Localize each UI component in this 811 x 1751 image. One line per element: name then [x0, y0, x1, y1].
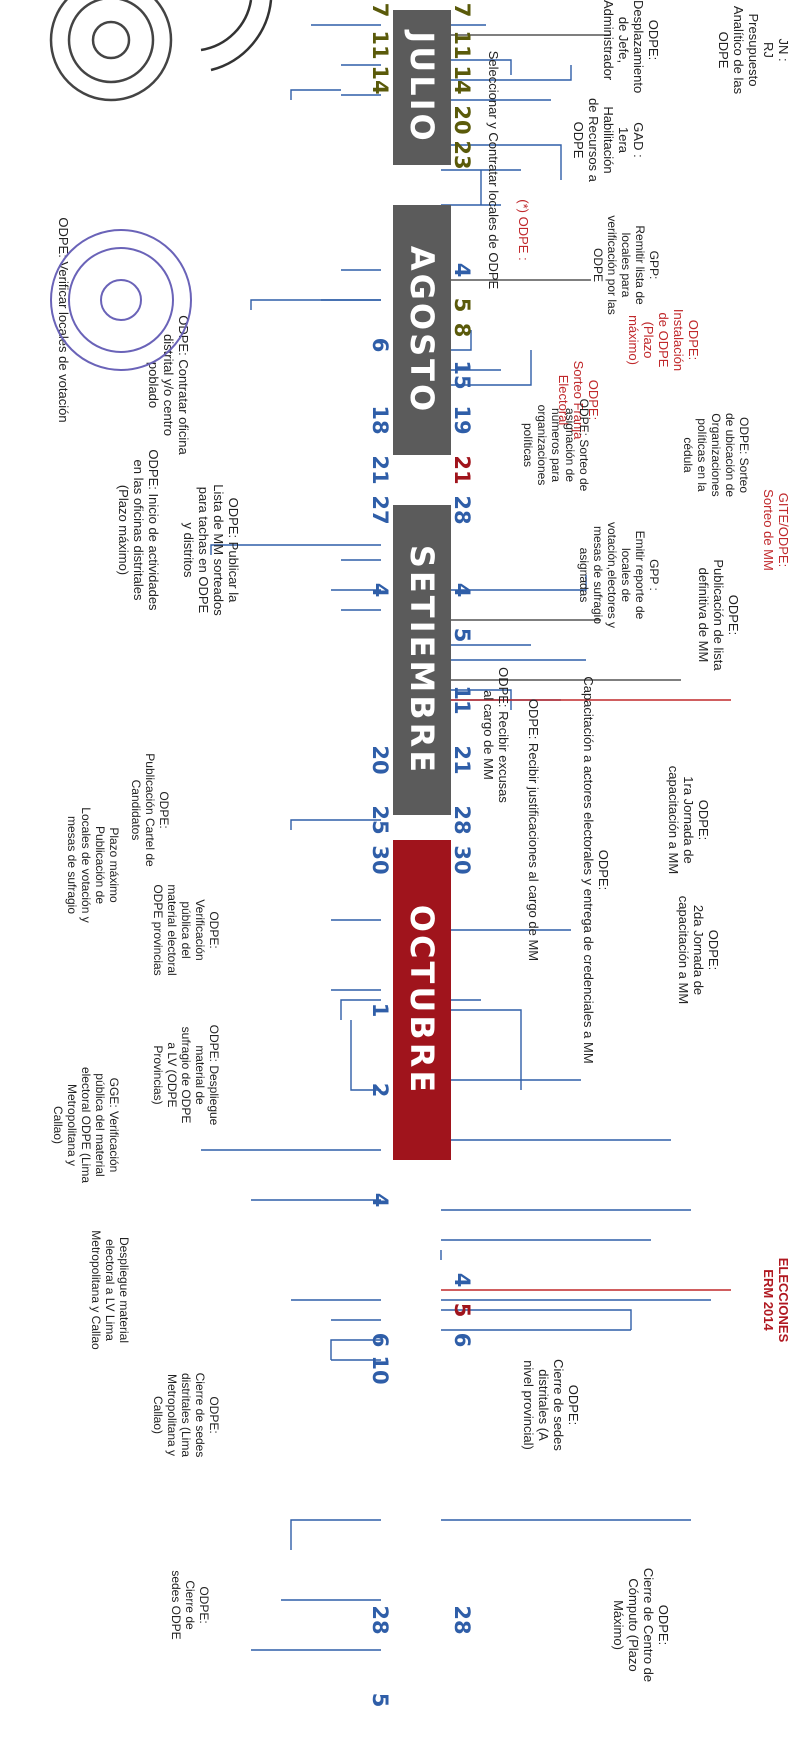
- day-top-4-ago: 4: [450, 262, 474, 278]
- label-despliegue-odpe: ODPE: Despliegue material de sufragio de…: [151, 1024, 221, 1126]
- day-top-28-ago: 28: [450, 495, 474, 525]
- label-jn: JN : RJ Presupuesto Analítico de las ODP…: [716, 5, 791, 95]
- day-top-30-set: 30: [450, 845, 474, 875]
- day-bot-18: 18: [368, 405, 392, 435]
- label-excusas: ODPE: Recibir excusas al cargo de MM: [481, 667, 511, 803]
- day-top-5-oct: 5: [450, 1302, 474, 1318]
- day-top-11-set: 11: [450, 685, 474, 715]
- label-gad: GAD : 1era Habilitación de Recursos a OD…: [571, 98, 646, 182]
- month-agosto: AGOSTO: [393, 205, 451, 455]
- label-cierre-computo: ODPE: Cierre de Centro de Cómputo (Plazo…: [611, 1567, 671, 1683]
- day-top-15: 15: [450, 360, 474, 390]
- day-top-7: 7: [450, 2, 474, 18]
- day-top-20: 20: [450, 105, 474, 135]
- month-octubre: OCTUBRE: [393, 840, 451, 1160]
- day-bot-2: 2: [368, 1082, 392, 1098]
- label-seleccionar: Seleccionar y Contratar locales de ODPE: [486, 50, 501, 290]
- label-justificaciones: ODPE: Recibir justificaciones al cargo d…: [526, 698, 541, 962]
- day-top-8: 8: [450, 322, 474, 338]
- label-gge: GGE: Verificación pública del material e…: [51, 1066, 121, 1184]
- label-publicacion-lista: ODPE: Publicación de lista definitiva de…: [696, 559, 741, 671]
- day-bot-11: 11: [368, 30, 392, 60]
- day-top-14: 14: [450, 65, 474, 95]
- label-inicio-actividades: ODPE: Inicio de actividades en las ofici…: [116, 449, 161, 611]
- day-top-21-ago: 21: [450, 455, 474, 485]
- day-top-4-oct: 4: [450, 1272, 474, 1288]
- day-bot-30: 30: [368, 845, 392, 875]
- day-bot-21: 21: [368, 455, 392, 485]
- label-gpp-emitir: GPP : Emitir reporte de locales de votac…: [577, 521, 661, 629]
- label-odpe-star: (*) ODPE :: [516, 199, 531, 261]
- day-bot-28-oct: 28: [368, 1605, 392, 1635]
- day-bot-14: 14: [368, 65, 392, 95]
- day-top-23: 23: [450, 140, 474, 170]
- day-top-28-oct: 28: [450, 1605, 474, 1635]
- label-gite: GITE/ODPE: Sorteo de MM: [761, 489, 791, 571]
- label-jornada2: ODPE: 2da Jornada de capacitación a MM: [676, 895, 721, 1005]
- day-bot-6-oct: 6: [368, 1332, 392, 1348]
- label-sorteo-numeros: ODPE: Sorteo de asignación de números pa…: [521, 398, 591, 492]
- label-cierre-distritales: ODPE: Cierre de sedes distritales (A niv…: [521, 1359, 581, 1451]
- day-bot-5-nov: 5: [368, 1692, 392, 1708]
- day-bot-4-oct: 4: [368, 1192, 392, 1208]
- day-bot-20: 20: [368, 745, 392, 775]
- label-verificar-locales: ODPE: Verificar locales de votación: [56, 217, 71, 423]
- month-setiembre: SETIEMBRE: [393, 505, 451, 815]
- label-desplazamiento: ODPE: Desplazamiento de Jefe, Administra…: [601, 0, 661, 94]
- day-bot-25: 25: [368, 805, 392, 835]
- day-bot-7: 7: [368, 2, 392, 18]
- label-elecciones: ELECCIONES ERM 2014: [761, 1257, 791, 1343]
- day-bot-1: 1: [368, 1002, 392, 1018]
- day-top-21-set: 21: [450, 745, 474, 775]
- label-capacitacion-actores: ODPE: Capacitación a actores electorales…: [581, 676, 611, 1064]
- month-julio: JULIO: [393, 10, 451, 165]
- day-top-5-ago: 5: [450, 297, 474, 313]
- label-despliegue-lima: Despliegue material electoral a LV Lima …: [89, 1230, 131, 1350]
- day-bot-10: 10: [368, 1355, 392, 1385]
- label-plazo-maximo: Plazo máximo Publicación de Locales de v…: [65, 807, 121, 923]
- day-top-4-set: 4: [450, 582, 474, 598]
- label-publicar-lista-mm: ODPE: Publicar la Lista de MM sorteados …: [181, 484, 241, 616]
- label-jornada1: ODPE: 1ra Jornada de capacitación a MM: [666, 765, 711, 875]
- day-top-28-set: 28: [450, 805, 474, 835]
- day-bot-6: 6: [368, 337, 392, 353]
- day-top-19: 19: [450, 405, 474, 435]
- label-instalacion: ODPE: Instalación de ODPE (Plazo máximo): [626, 308, 701, 372]
- label-verificacion-publica: ODPE: Verificación pública del material …: [151, 884, 221, 976]
- label-cierre-nov: ODPE: Cierre de sedes ODPE: [169, 1570, 211, 1640]
- day-top-11: 11: [450, 30, 474, 60]
- day-top-6-oct: 6: [450, 1332, 474, 1348]
- day-top-5-set: 5: [450, 627, 474, 643]
- label-cartel: ODPE: Publicación Cartel de Candidatos: [129, 753, 171, 867]
- label-cierre-lima: ODPE: Cierre de sedes distritales (Lima …: [151, 1372, 221, 1458]
- day-bot-27: 27: [368, 495, 392, 525]
- day-bot-4-set: 4: [368, 582, 392, 598]
- label-sorteo-ubicacion: ODPE: Sorteo de ubicación de Organizacio…: [681, 412, 751, 498]
